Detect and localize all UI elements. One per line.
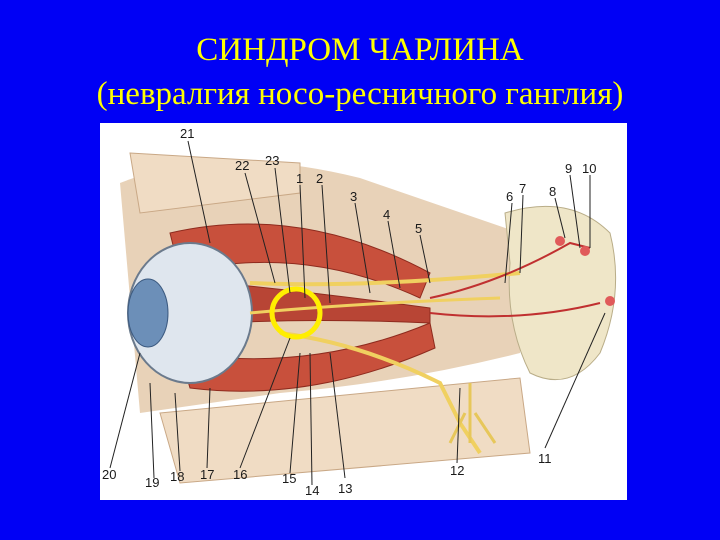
label-14: 14 [305,483,319,498]
label-15: 15 [282,471,296,486]
leader-lines [109,140,606,486]
red-pathway-2 [429,302,601,318]
anatomy-illustration: 21 22 23 1 2 3 4 5 6 7 8 9 10 11 12 13 1… [100,123,627,500]
lower-bone [159,377,531,484]
label-20: 20 [102,467,116,482]
cornea-iris [127,278,169,348]
label-3: 3 [350,189,357,204]
label-18: 18 [170,469,184,484]
orbit-nerves-drawing: 21 22 23 1 2 3 4 5 6 7 8 9 10 11 12 13 1… [100,123,627,500]
upper-muscle [169,223,431,299]
label-2: 2 [316,171,323,186]
label-7: 7 [519,181,526,196]
slide-subtitle: (невралгия носо-ресничного ганглия) [96,76,624,112]
label-10: 10 [582,161,596,176]
lower-muscle [179,322,436,392]
label-16: 16 [233,467,247,482]
label-23: 23 [265,153,279,168]
ganglion-branches [448,383,497,444]
nucleus-1 [555,236,565,246]
label-1: 1 [296,171,303,186]
label-5: 5 [415,221,422,236]
nucleus-3 [605,296,615,306]
label-8: 8 [549,184,556,199]
highlight-ring [269,286,323,340]
label-13: 13 [338,481,352,496]
label-6: 6 [506,189,513,204]
label-12: 12 [450,463,464,478]
label-11: 11 [538,451,552,466]
nucleus-2 [580,246,590,256]
label-17: 17 [200,467,214,482]
nerve-middle [249,296,501,315]
label-22: 22 [235,158,249,173]
label-21: 21 [180,126,194,141]
label-19: 19 [145,475,159,490]
label-9: 9 [565,161,572,176]
slide-title: СИНДРОМ ЧАРЛИНА [196,32,524,68]
nerve-upper [249,271,521,287]
label-4: 4 [383,207,390,222]
